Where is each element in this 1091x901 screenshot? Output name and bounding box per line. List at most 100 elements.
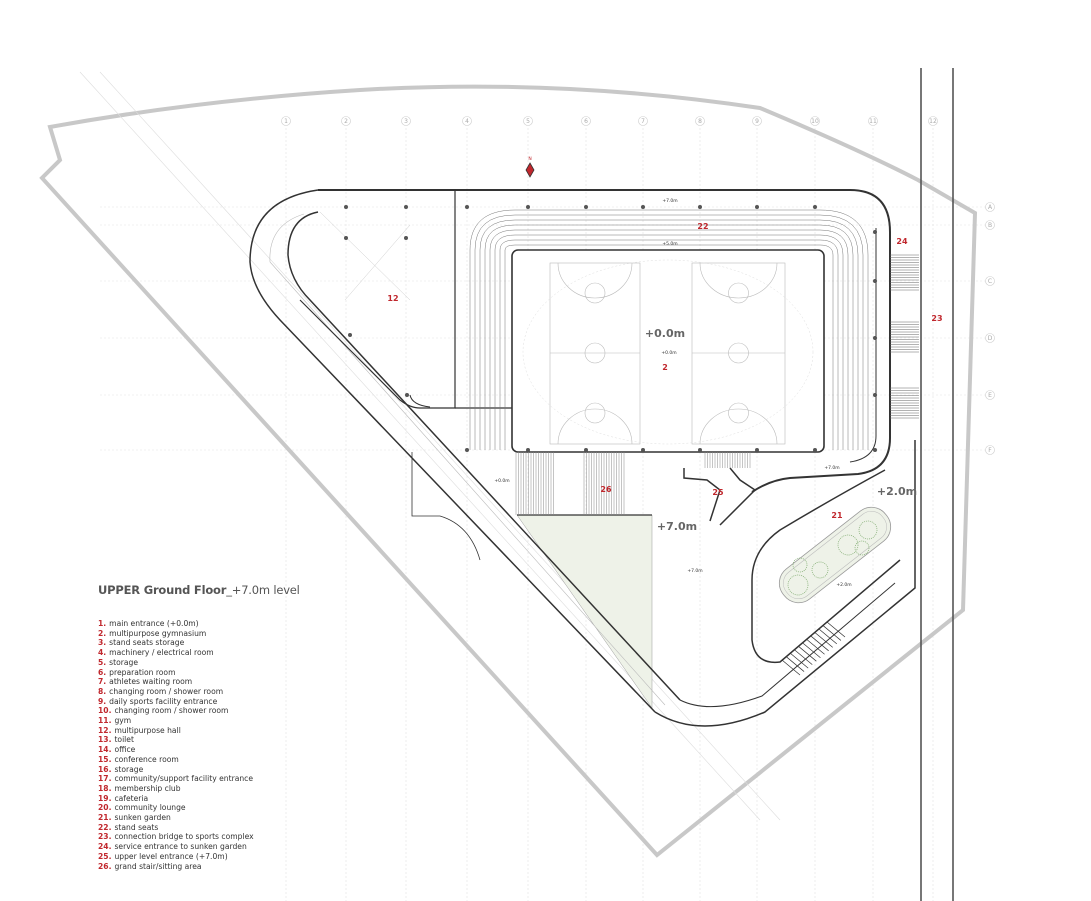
structural-column: [404, 236, 408, 240]
legend-item: 13.toilet: [98, 735, 300, 745]
structural-column: [873, 230, 877, 234]
building-inner-outline: [849, 228, 877, 463]
legend-label: upper level entrance (+7.0m): [114, 851, 228, 861]
legend-item: 26.grand stair/sitting area: [98, 862, 300, 872]
legend-label: office: [114, 745, 136, 755]
legend-number: 11.: [98, 716, 112, 726]
legend-number: 17.: [98, 774, 112, 784]
structural-column: [584, 205, 588, 209]
grid-row-label: B: [988, 222, 992, 229]
structural-column: [698, 205, 702, 209]
legend-item: 25.upper level entrance (+7.0m): [98, 852, 300, 862]
legend-item: 19.cafeteria: [98, 794, 300, 804]
grid-bubble: [868, 116, 878, 126]
legend-number: 16.: [98, 764, 112, 774]
elevation-plaza-big: +7.0m: [657, 520, 697, 533]
plan-title-text: UPPER Ground Floor: [98, 583, 227, 597]
structural-column: [348, 333, 352, 337]
structural-column: [404, 205, 408, 209]
legend-item: 3.stand seats storage: [98, 638, 300, 648]
structural-column: [584, 448, 588, 452]
legend-number: 4.: [98, 648, 107, 658]
ramp-outer: [249, 189, 656, 713]
upper-level-entrance: [683, 467, 757, 526]
legend-number: 24.: [98, 842, 112, 852]
elevation-garden-big: +2.0m: [877, 485, 917, 498]
grid-bubble: [581, 116, 591, 126]
legend-label: gym: [114, 716, 132, 726]
legend-label: conference room: [114, 754, 179, 764]
legend-label: multipurpose hall: [114, 725, 181, 735]
legend: UPPER Ground Floor_+7.0m level 1.main en…: [98, 583, 300, 871]
structural-column: [526, 205, 530, 209]
grid-column-label: 4: [465, 118, 469, 125]
legend-label: connection bridge to sports complex: [114, 832, 254, 842]
legend-item: 23.connection bridge to sports complex: [98, 832, 300, 842]
legend-number: 7.: [98, 677, 107, 687]
legend-label: preparation room: [109, 667, 176, 677]
building-outline: [318, 189, 891, 493]
north-arrow-icon: N: [525, 156, 535, 178]
service-stairs: [890, 254, 919, 419]
legend-label: changing room / shower room: [114, 706, 229, 716]
ramp-bottom-loop: [654, 440, 916, 727]
legend-item: 10.changing room / shower room: [98, 706, 300, 716]
grid-bubble: [523, 116, 533, 126]
structural-column: [755, 448, 759, 452]
elevation-west-stair: +0.0m: [494, 478, 509, 484]
legend-item: 4.machinery / electrical room: [98, 648, 300, 658]
grid-column-label: 6: [584, 118, 588, 125]
stand-row: [469, 209, 869, 450]
sunken-garden-edge: [751, 469, 901, 664]
ramp-inner: [287, 211, 681, 701]
legend-number: 10.: [98, 706, 112, 716]
structural-column: [873, 279, 877, 283]
legend-number: 20.: [98, 803, 112, 813]
elevation-gym-small: +0.0m: [661, 350, 676, 356]
stand-row: [499, 239, 839, 450]
multipurpose-hall: [299, 189, 456, 409]
legend-label: toilet: [114, 735, 134, 745]
site-boundary: [39, 84, 978, 858]
legend-item: 22.stand seats: [98, 823, 300, 833]
legend-number: 1.: [98, 619, 107, 628]
structural-column: [873, 336, 877, 340]
legend-item: 21.sunken garden: [98, 813, 300, 823]
grid-row-label: F: [988, 447, 992, 454]
stand-row: [489, 229, 849, 450]
green-plaza: [516, 514, 653, 709]
legend-label: stand seats storage: [109, 638, 185, 648]
legend-number: 5.: [98, 657, 107, 667]
legend-number: 26.: [98, 861, 112, 871]
legend-label: storage: [114, 764, 144, 774]
structural-column: [465, 205, 469, 209]
connection-bridge: [920, 68, 954, 901]
legend-label: machinery / electrical room: [109, 648, 214, 658]
grid-bubble: [341, 116, 351, 126]
grid-column-label: 5: [526, 118, 530, 125]
legend-item: 2.multipurpose gymnasium: [98, 629, 300, 639]
elevation-gym-big: +0.0m: [645, 327, 685, 340]
legend-item: 7.athletes waiting room: [98, 677, 300, 687]
legend-label: multipurpose gymnasium: [109, 628, 207, 638]
structural-column: [873, 393, 877, 397]
legend-item: 9.daily sports facility entrance: [98, 697, 300, 707]
legend-number: 2.: [98, 628, 107, 638]
legend-number: 25.: [98, 851, 112, 861]
grid-column-label: 1: [284, 118, 288, 125]
structural-column: [641, 448, 645, 452]
grid-bubble: [281, 116, 291, 126]
stand-row: [504, 244, 834, 450]
legend-item: 16.storage: [98, 765, 300, 775]
grid-column-label: 11: [869, 118, 877, 125]
grid-bubble: [401, 116, 411, 126]
grid-column-label: 3: [404, 118, 408, 125]
grid-row-label: A: [988, 204, 993, 211]
legend-label: community/support facility entrance: [114, 774, 254, 784]
structural-column: [873, 448, 877, 452]
legend-label: stand seats: [114, 822, 159, 832]
structural-column: [344, 236, 348, 240]
legend-item: 12.multipurpose hall: [98, 726, 300, 736]
elevation-stands-top: +7.0m: [662, 198, 677, 204]
legend-number: 12.: [98, 725, 112, 735]
